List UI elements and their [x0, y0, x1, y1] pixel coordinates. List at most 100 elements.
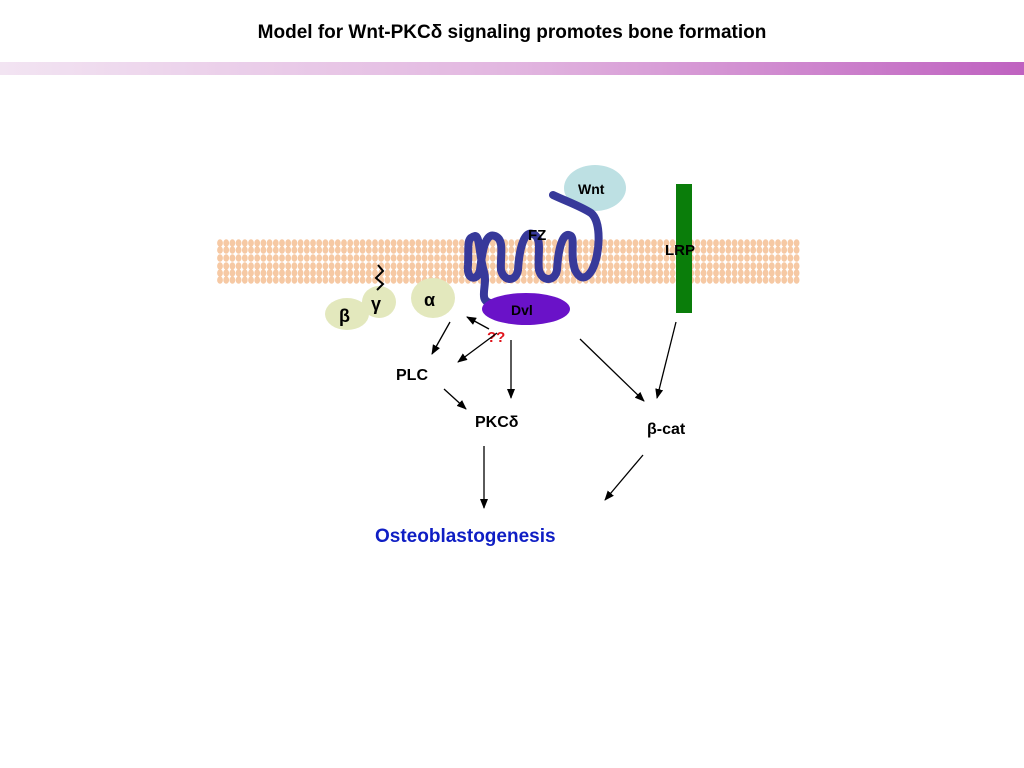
lipid-molecule — [632, 262, 639, 270]
lipid-molecule — [725, 239, 732, 247]
lipid-molecule — [706, 269, 713, 277]
lipid-molecule — [582, 239, 589, 247]
lipid-molecule — [446, 262, 453, 270]
lipid-molecule — [694, 269, 701, 277]
arrow-unknown-to-plc — [457, 332, 498, 363]
lipid-molecule — [248, 254, 254, 262]
lipid-molecule — [241, 269, 248, 277]
lipid-molecule — [787, 262, 794, 270]
lipid-molecule — [657, 262, 664, 270]
lipid-molecule — [272, 246, 279, 254]
lipid-molecule — [223, 276, 230, 284]
lipid-molecule — [446, 239, 453, 247]
lipid-molecule — [626, 269, 633, 277]
lipid-molecule — [310, 239, 316, 247]
lipid-molecule — [669, 269, 676, 277]
lipid-molecule — [303, 269, 310, 277]
g-beta-subunit — [325, 298, 369, 330]
lipid-molecule — [762, 246, 769, 254]
lipid-molecule — [781, 262, 788, 270]
lipid-molecule — [260, 246, 267, 254]
lipid-molecule — [775, 262, 781, 270]
lipid-molecule — [310, 276, 316, 284]
lipid-molecule — [347, 269, 354, 277]
lipid-molecule — [396, 246, 403, 254]
lipid-molecule — [396, 269, 403, 277]
lipid-molecule — [601, 254, 608, 262]
lipid-molecule — [254, 246, 261, 254]
lipid-molecule — [415, 276, 422, 284]
lipid-molecule — [613, 246, 620, 254]
lipid-molecule — [409, 246, 416, 254]
lipid-molecule — [719, 262, 726, 270]
lipid-molecule — [545, 239, 552, 247]
lipid-molecule — [421, 239, 428, 247]
arrow-galpha-to-plc — [431, 321, 451, 355]
lipid-molecule — [706, 276, 713, 284]
arrow-lrp-to-bcat — [655, 321, 677, 399]
lipid-molecule — [694, 262, 701, 270]
lipid-molecule — [576, 239, 583, 247]
lipid-molecule — [638, 239, 645, 247]
lipid-molecule — [279, 269, 285, 277]
lipid-molecule — [644, 239, 651, 247]
lipid-molecule — [607, 239, 614, 247]
unknown-mechanism-label: ?? — [487, 329, 505, 346]
lipid-molecule — [564, 254, 571, 262]
lipid-molecule — [781, 269, 788, 277]
lipid-molecule — [737, 254, 744, 262]
lipid-molecule — [632, 269, 639, 277]
lipid-molecule — [291, 239, 298, 247]
lipid-molecule — [260, 254, 267, 262]
lipid-molecule — [272, 269, 279, 277]
lipid-molecule — [241, 276, 248, 284]
lipid-molecule — [713, 269, 719, 277]
lipid-molecule — [446, 254, 453, 262]
lipid-molecule — [458, 239, 465, 247]
lipid-molecule — [744, 254, 750, 262]
lipid-molecule — [725, 276, 732, 284]
lipid-molecule — [737, 262, 744, 270]
lipid-molecule — [725, 254, 732, 262]
lipid-molecule — [341, 262, 347, 270]
lipid-molecule — [285, 276, 292, 284]
lipid-molecule — [254, 254, 261, 262]
lipid-molecule — [409, 254, 416, 262]
lipid-molecule — [744, 262, 750, 270]
lipid-molecule — [334, 239, 341, 247]
lipid-molecule — [297, 262, 304, 270]
lipid-molecule — [700, 246, 707, 254]
lipid-molecule — [626, 276, 633, 284]
lipid-molecule — [744, 276, 750, 284]
lipid-molecule — [421, 269, 428, 277]
arrow-bcat-to-outcome — [604, 454, 644, 501]
lipid-molecule — [638, 254, 645, 262]
g-alpha-subunit — [411, 278, 455, 318]
lipid-molecule — [241, 246, 248, 254]
lipid-molecule — [762, 276, 769, 284]
lipid-molecule — [223, 246, 230, 254]
lipid-molecule — [266, 254, 273, 262]
wnt-ligand — [564, 165, 626, 211]
lipid-molecule — [235, 276, 242, 284]
lipid-molecule — [235, 262, 242, 270]
lipid-molecule — [421, 246, 428, 254]
lipid-molecule — [229, 269, 236, 277]
lipid-molecule — [421, 262, 428, 270]
lipid-molecule — [384, 269, 391, 277]
lipid-molecule — [756, 239, 763, 247]
lipid-molecule — [322, 276, 329, 284]
lipid-molecule — [217, 262, 223, 270]
lipid-molecule — [626, 254, 633, 262]
lipid-molecule — [564, 269, 571, 277]
lipid-molecule — [347, 262, 354, 270]
lipid-molecule — [279, 276, 285, 284]
lipid-molecule — [632, 254, 639, 262]
lipid-molecule — [440, 246, 447, 254]
lipid-molecule — [471, 262, 478, 270]
lipid-molecule — [787, 239, 794, 247]
lipid-molecule — [793, 269, 800, 277]
lipid-molecule — [508, 254, 515, 262]
lipid-molecule — [638, 276, 645, 284]
lipid-molecule — [310, 269, 316, 277]
